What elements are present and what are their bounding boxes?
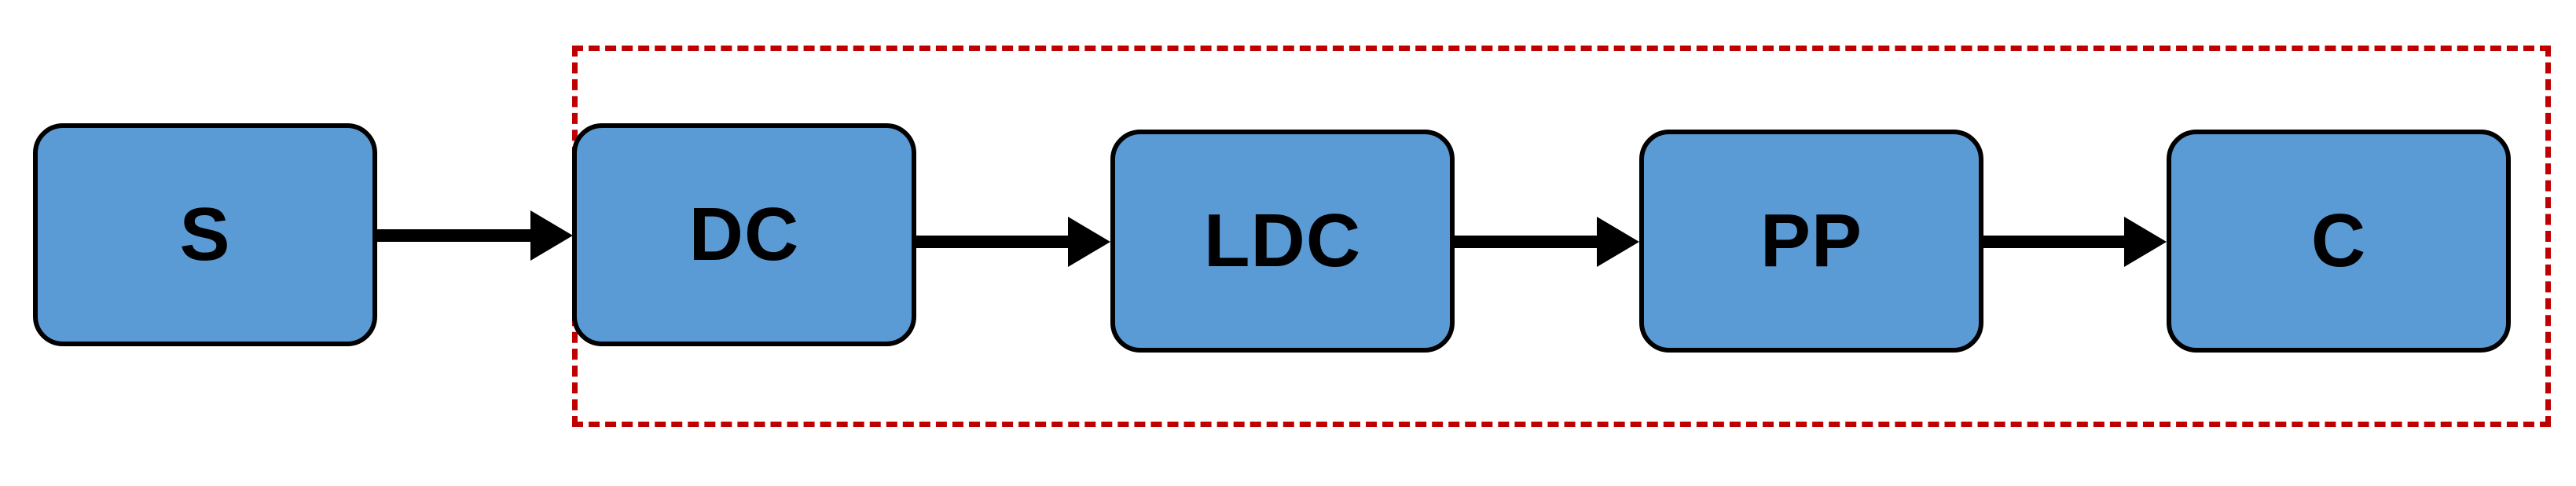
node-c-label: C	[2310, 199, 2367, 283]
node-dc-label: DC	[688, 192, 800, 276]
node-ldc-label: LDC	[1203, 199, 1362, 283]
node-s-label: S	[179, 192, 231, 276]
node-s: S	[33, 123, 377, 346]
node-ldc: LDC	[1110, 130, 1455, 353]
node-pp: PP	[1639, 130, 1983, 353]
node-c: C	[2167, 130, 2511, 353]
node-pp-label: PP	[1760, 199, 1863, 283]
node-dc: DC	[572, 123, 916, 346]
